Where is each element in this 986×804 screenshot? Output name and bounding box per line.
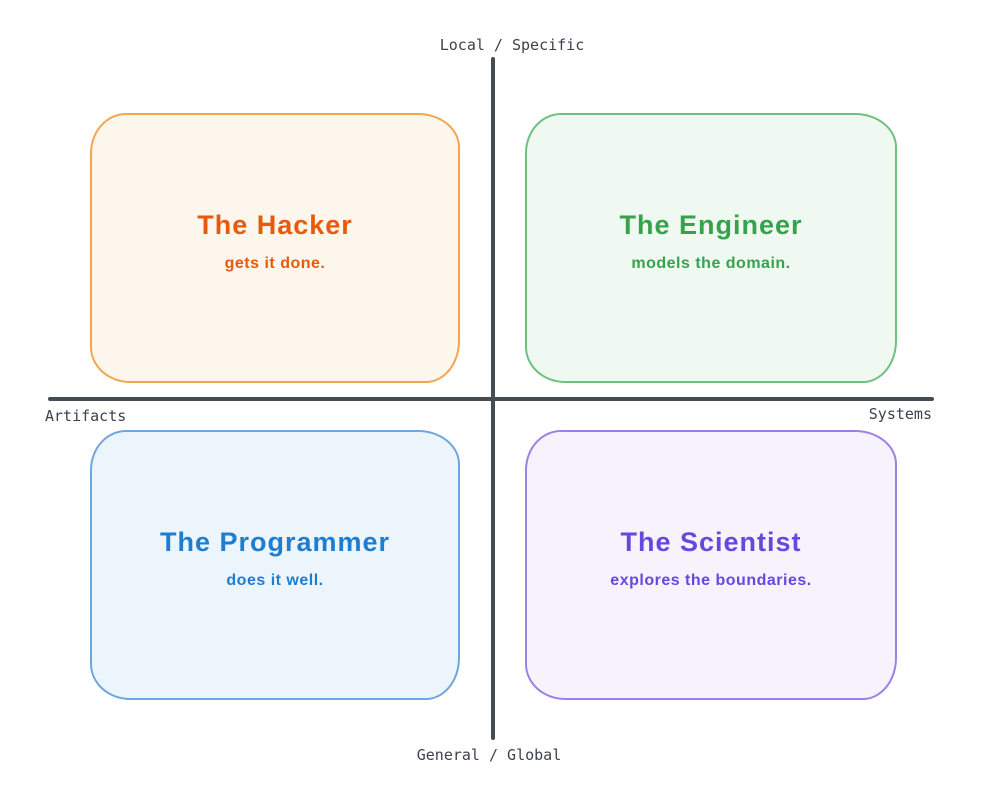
quadrant-title-scientist: The Scientist — [620, 526, 802, 557]
quadrant-subtitle-engineer: models the domain. — [631, 254, 791, 272]
quadrant-subtitle-hacker: gets it done. — [224, 254, 326, 272]
horizontal-axis-line — [48, 397, 934, 401]
axis-label-top: Local / Specific — [439, 36, 585, 54]
quadrant-subtitle-programmer: does it well. — [226, 571, 324, 589]
axis-label-right: Systems — [868, 405, 932, 423]
axis-label-left: Artifacts — [45, 407, 127, 425]
quadrant-card-programmer: The Programmer does it well. — [90, 430, 460, 700]
quadrant-subtitle-scientist: explores the boundaries. — [610, 571, 812, 589]
quadrant-title-hacker: The Hacker — [197, 209, 353, 240]
quadrant-card-scientist: The Scientist explores the boundaries. — [525, 430, 897, 700]
quadrant-card-hacker: The Hacker gets it done. — [90, 113, 460, 383]
quadrant-title-programmer: The Programmer — [159, 526, 391, 557]
axis-label-bottom: General / Global — [416, 746, 562, 764]
quadrant-title-engineer: The Engineer — [619, 209, 803, 240]
quadrant-card-engineer: The Engineer models the domain. — [525, 113, 897, 383]
